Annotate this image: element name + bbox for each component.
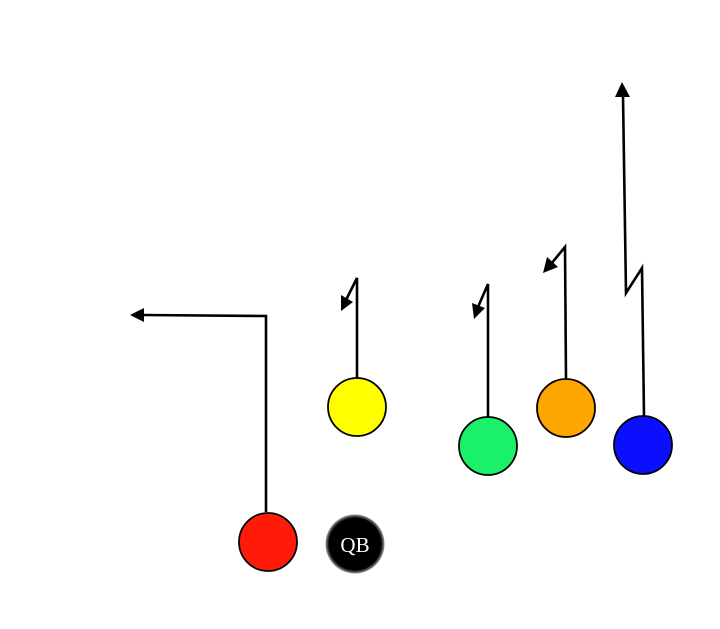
green-receiver-route: [472, 283, 490, 417]
green-receiver: [458, 416, 518, 476]
arrowhead-up-icon: [615, 82, 630, 97]
qb-label: QB: [340, 533, 369, 557]
red-receiver-route: [130, 308, 268, 512]
blue-receiver: [613, 415, 673, 475]
yellow-receiver-route: [341, 277, 359, 378]
arrowhead-down-left-icon: [472, 303, 485, 319]
orange-receiver: [536, 378, 596, 438]
arrowhead-down-left-icon: [341, 295, 353, 311]
red-route-line: [143, 313, 268, 512]
quarterback: QB: [325, 514, 385, 574]
yellow-receiver: [327, 377, 387, 437]
blue-route-line: [621, 95, 646, 417]
orange-route-line: [549, 243, 568, 380]
arrowhead-left-icon: [130, 308, 144, 322]
yellow-route-line: [344, 277, 359, 378]
red-receiver: [238, 512, 298, 572]
qb-circle: [325, 514, 385, 574]
blue-receiver-route: [615, 82, 646, 417]
green-route-line: [476, 283, 490, 417]
orange-receiver-route: [543, 243, 568, 380]
arrowhead-down-left-icon: [543, 257, 558, 273]
